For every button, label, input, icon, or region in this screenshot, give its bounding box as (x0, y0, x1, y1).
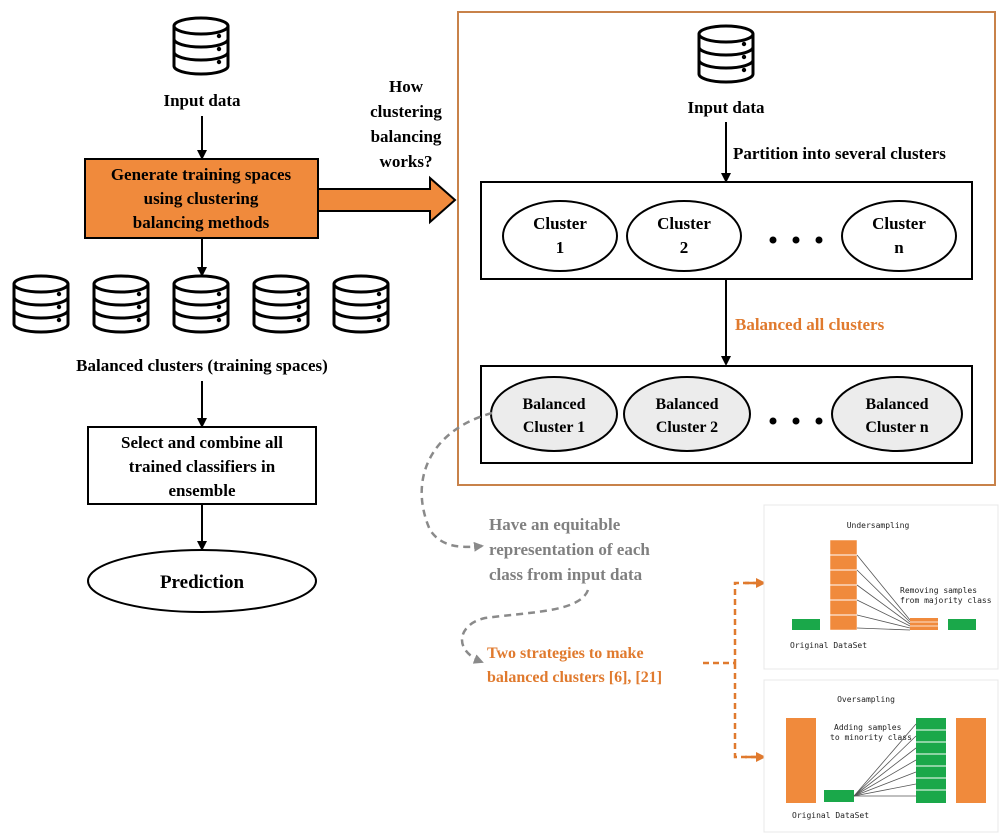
select-line-2: trained classifiers in (129, 457, 276, 476)
balanced-cluster-2-line-1: Balanced (655, 396, 718, 413)
generate-line-1: Generate training spaces (111, 165, 292, 184)
balanced-cluster-2-line-2: Cluster 2 (656, 419, 718, 436)
grey-dashed-curve-upper (420, 411, 493, 552)
undersampling-title: Undersampling (847, 521, 910, 530)
under-result-minority (948, 619, 976, 630)
over-annotation-1: Adding samples (834, 723, 902, 732)
left-input-database-icon (172, 16, 230, 76)
balanced-cluster-n-line-1: Balanced (865, 396, 928, 413)
right-panel-frame (457, 11, 996, 486)
cluster-2-line-1: Cluster (657, 214, 711, 233)
orange-dashed-connector (703, 581, 758, 759)
over-stack-segments (916, 729, 946, 791)
under-caption: Original DataSet (790, 641, 867, 650)
balanced-cluster-db-icon-1 (12, 274, 70, 334)
cluster-1-line-2: 1 (556, 238, 565, 257)
ellipsis-dots (769, 236, 823, 244)
balanced-cluster-1-line-2: Cluster 1 (523, 419, 585, 436)
under-lines (856, 554, 911, 631)
over-lines (853, 723, 917, 797)
over-caption: Original DataSet (792, 811, 869, 820)
note-line-3: class from input data (489, 565, 643, 584)
balanced-cluster-db-icon-2 (92, 274, 150, 334)
left-input-label: Input data (163, 91, 241, 110)
right-input-label: Input data (687, 98, 765, 117)
balanced-cluster-n-ellipse (831, 376, 963, 452)
question-line-1: How (389, 77, 424, 96)
under-annotation-1: Removing samples (900, 586, 977, 595)
cluster-n-line-1: Cluster (872, 214, 926, 233)
balanced-cluster-1-line-1: Balanced (522, 396, 585, 413)
note-line-2: representation of each (489, 540, 650, 559)
select-line-1: Select and combine all (121, 433, 283, 452)
under-annotation-2: from majority class (900, 596, 992, 605)
over-annotation-2: to minority class (830, 733, 912, 742)
cluster-n-ellipse (841, 200, 957, 272)
question-line-3: balancing (371, 127, 442, 146)
question-line-2: clustering (370, 102, 442, 121)
balanced-cluster-db-icon-5 (332, 274, 390, 334)
balanced-cluster-1-ellipse (490, 376, 618, 452)
over-result-majority (956, 718, 986, 803)
grey-dashed-curve-lower (460, 589, 590, 664)
balanced-all-clusters-label: Balanced all clusters (735, 315, 885, 334)
strategies-line-1: Two strategies to make (487, 645, 644, 662)
balanced-cluster-n-line-2: Cluster n (865, 419, 928, 436)
strategies-line-2: balanced clusters [6], [21] (487, 669, 662, 686)
balanced-clusters-label: Balanced clusters (training spaces) (76, 356, 328, 375)
select-line-3: ensemble (168, 481, 236, 500)
cluster-n-line-2: n (894, 238, 904, 257)
over-majority-bar (786, 718, 816, 803)
under-majority-segments (830, 554, 857, 616)
partition-label: Partition into several clusters (733, 144, 946, 163)
balanced-ellipsis-dots (769, 417, 823, 425)
oversampling-title: Oversampling (837, 695, 895, 704)
cluster-1-line-1: Cluster (533, 214, 587, 233)
under-minority-bar (792, 619, 820, 630)
undersampling-panel: Undersampling Removing samples from majo… (763, 504, 999, 670)
balanced-cluster-db-icon-3 (172, 274, 230, 334)
prediction-ellipse (87, 549, 317, 613)
generate-line-3: balancing methods (133, 213, 270, 232)
balanced-cluster-db-icon-4 (252, 274, 310, 334)
note-line-1: Have an equitable (489, 515, 621, 534)
under-result-majority (910, 618, 938, 630)
cluster-2-ellipse (626, 200, 742, 272)
balanced-cluster-2-ellipse (623, 376, 751, 452)
cluster-1-ellipse (502, 200, 618, 272)
generate-line-2: using clustering (144, 189, 259, 208)
cluster-2-line-2: 2 (680, 238, 689, 257)
prediction-label: Prediction (160, 572, 245, 593)
oversampling-panel: Oversampling Adding samples to minority … (763, 679, 999, 833)
over-minority-bar (824, 790, 854, 802)
question-line-4: works? (380, 152, 433, 171)
select-combine-box (87, 426, 317, 505)
over-result-minority-stack (916, 718, 946, 803)
right-input-database-icon (697, 24, 755, 84)
orange-block-arrow (317, 175, 457, 225)
